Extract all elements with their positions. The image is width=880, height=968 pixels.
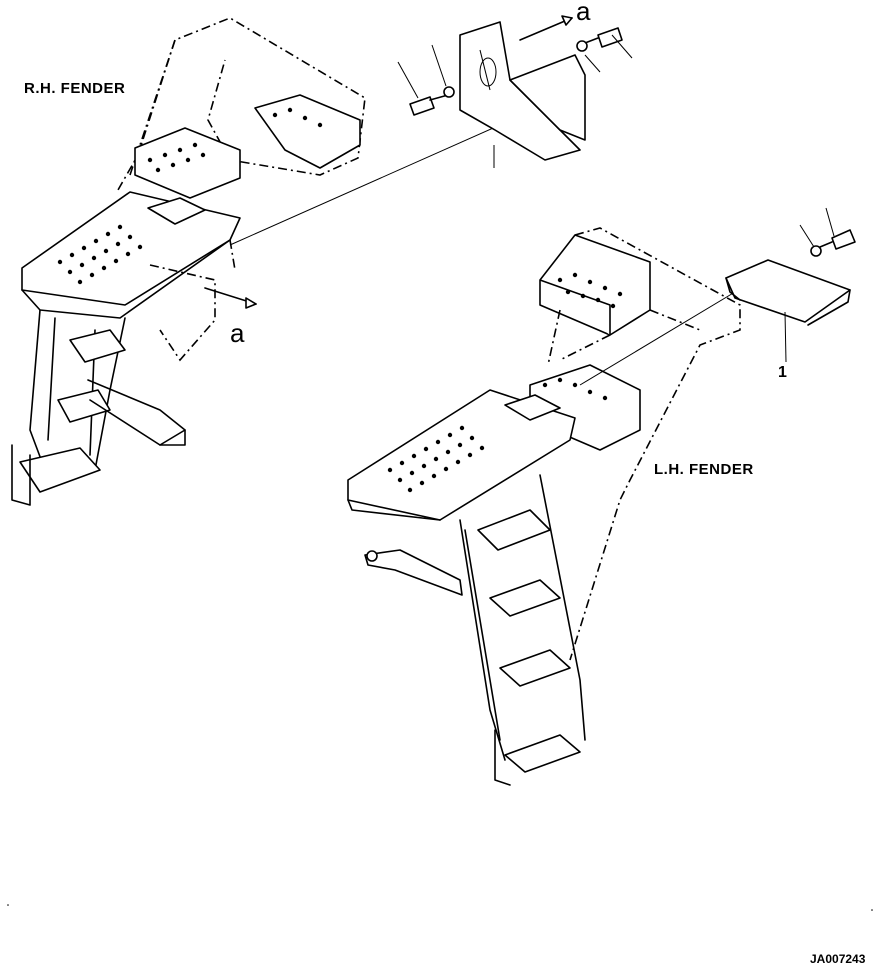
lh-support-arm [364, 549, 463, 596]
washer [810, 245, 822, 257]
rh-ladder-step [57, 389, 111, 423]
lh-nameplate [504, 394, 561, 421]
cover-bracket-assembly [397, 15, 633, 168]
lh-ladder-frame [459, 519, 506, 761]
washer [576, 40, 588, 52]
lh-fender-label: L.H. FENDER [654, 461, 754, 478]
lh-ladder-step [499, 649, 571, 687]
leader-line-bracket-to-rh [229, 124, 501, 246]
lh-fender-assembly [347, 227, 741, 786]
rh-ladder-step [69, 329, 126, 363]
rh-fender-label: R.H. FENDER [24, 80, 126, 97]
lh-fender-outline [569, 227, 741, 661]
lh-ladder-step [504, 734, 581, 773]
view-mark-left: a [230, 318, 245, 348]
view-arrow-left [204, 287, 257, 309]
lh-ladder-step [477, 509, 551, 551]
lh-ladder-step [489, 579, 561, 617]
rh-nameplate [147, 197, 206, 225]
view-arrow-top [519, 17, 573, 41]
bolt [597, 27, 623, 48]
rh-perforations [57, 107, 323, 285]
callout-number-1: 1 [778, 364, 787, 381]
cover-plate [725, 259, 851, 323]
lh-perforations [387, 272, 623, 493]
bolt [831, 229, 856, 250]
callout-leader-1 [784, 311, 787, 363]
view-mark-top: a [576, 0, 591, 26]
drawing-code: JA007243 [810, 952, 866, 966]
rh-upper-box [134, 127, 241, 199]
rh-fender-assembly [11, 17, 366, 506]
cover-plate-part-1 [725, 207, 856, 363]
washer [443, 86, 455, 98]
rh-fender-outline [129, 17, 366, 176]
leader-line-plate-to-lh [579, 291, 736, 386]
bolt [409, 96, 435, 116]
rh-ladder-step [19, 447, 101, 493]
